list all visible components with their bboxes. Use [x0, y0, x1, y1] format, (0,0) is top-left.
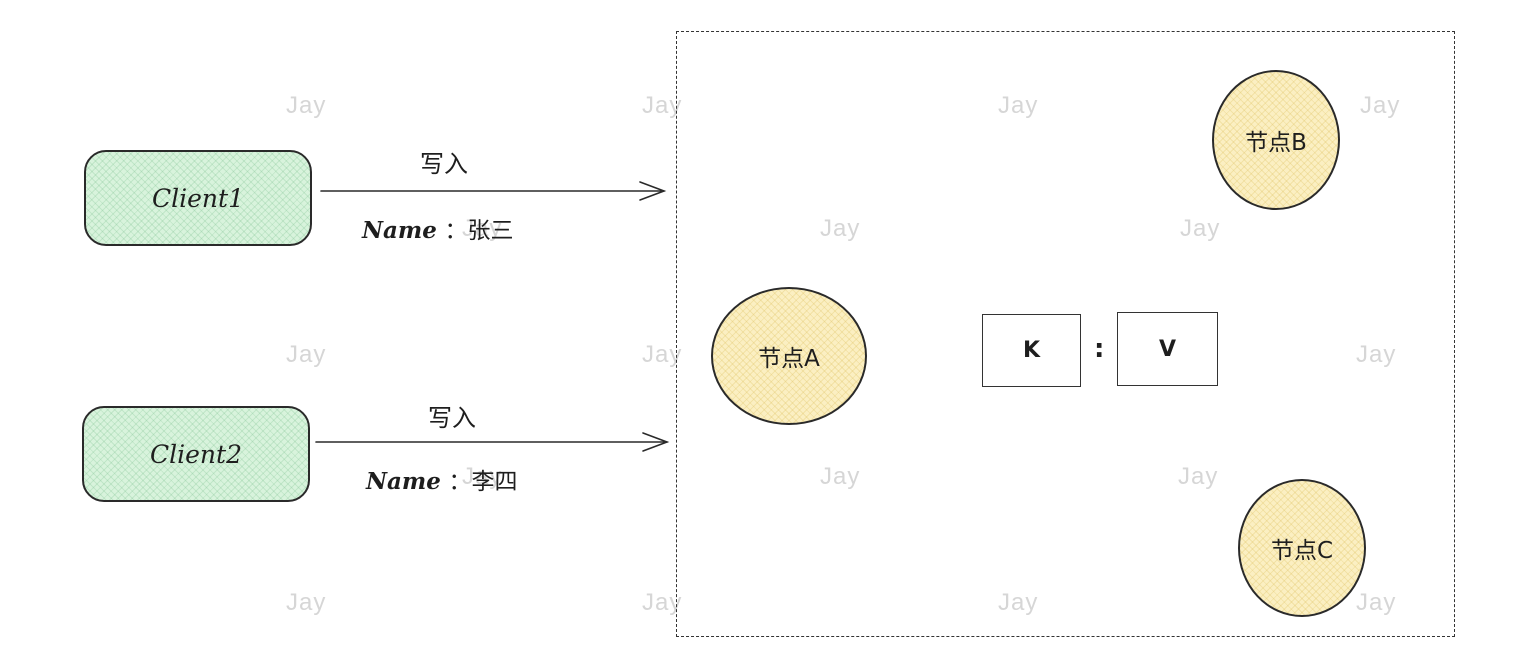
- value-label: V: [1158, 336, 1177, 362]
- node-b[interactable]: 节点B: [1212, 70, 1340, 210]
- watermark: Jay: [462, 215, 503, 242]
- watermark: Jay: [286, 341, 327, 368]
- watermark: Jay: [1178, 463, 1219, 490]
- node-b-label: 节点B: [1245, 130, 1307, 156]
- cluster-boundary: [676, 31, 1455, 637]
- client2-label: Client2: [150, 439, 242, 469]
- client1-label: Client1: [152, 183, 244, 213]
- client1-box[interactable]: Client1: [84, 150, 312, 246]
- client1-action-label: 写入: [420, 150, 468, 178]
- client1-field-name: Name: [362, 217, 437, 244]
- client1-field-value: 张三: [467, 218, 514, 244]
- watermark: Jay: [642, 589, 683, 616]
- value-box: V: [1117, 312, 1218, 386]
- watermark: Jay: [820, 463, 861, 490]
- client2-action-label: 写入: [428, 404, 476, 432]
- node-a[interactable]: 节点A: [711, 287, 867, 425]
- watermark: Jay: [1356, 341, 1397, 368]
- watermark: Jay: [1360, 92, 1401, 119]
- client2-box[interactable]: Client2: [82, 406, 310, 502]
- node-c[interactable]: 节点C: [1238, 479, 1366, 617]
- client2-write-payload: Name ：李四: [366, 462, 518, 496]
- client2-field-value: 李四: [471, 469, 518, 495]
- node-c-label: 节点C: [1270, 538, 1334, 564]
- watermark: Jay: [998, 589, 1039, 616]
- watermark: Jay: [820, 215, 861, 242]
- key-label: K: [1022, 338, 1041, 363]
- watermark: Jay: [462, 463, 503, 490]
- watermark: Jay: [286, 589, 327, 616]
- kv-separator: :: [1094, 334, 1105, 364]
- watermark: Jay: [1356, 589, 1397, 616]
- client1-separator: ：: [444, 218, 468, 244]
- watermark: Jay: [1180, 215, 1221, 242]
- client2-field-name: Name: [366, 468, 441, 495]
- watermark: Jay: [998, 92, 1039, 119]
- watermark: Jay: [642, 341, 683, 368]
- client2-separator: ：: [448, 469, 472, 495]
- node-a-label: 节点A: [758, 346, 820, 372]
- arrow-client1: [320, 181, 667, 201]
- key-box: K: [982, 314, 1081, 387]
- arrow-client2: [315, 432, 670, 452]
- watermark: Jay: [286, 92, 327, 119]
- client1-write-payload: Name ：张三: [362, 211, 514, 245]
- watermark: Jay: [642, 92, 683, 119]
